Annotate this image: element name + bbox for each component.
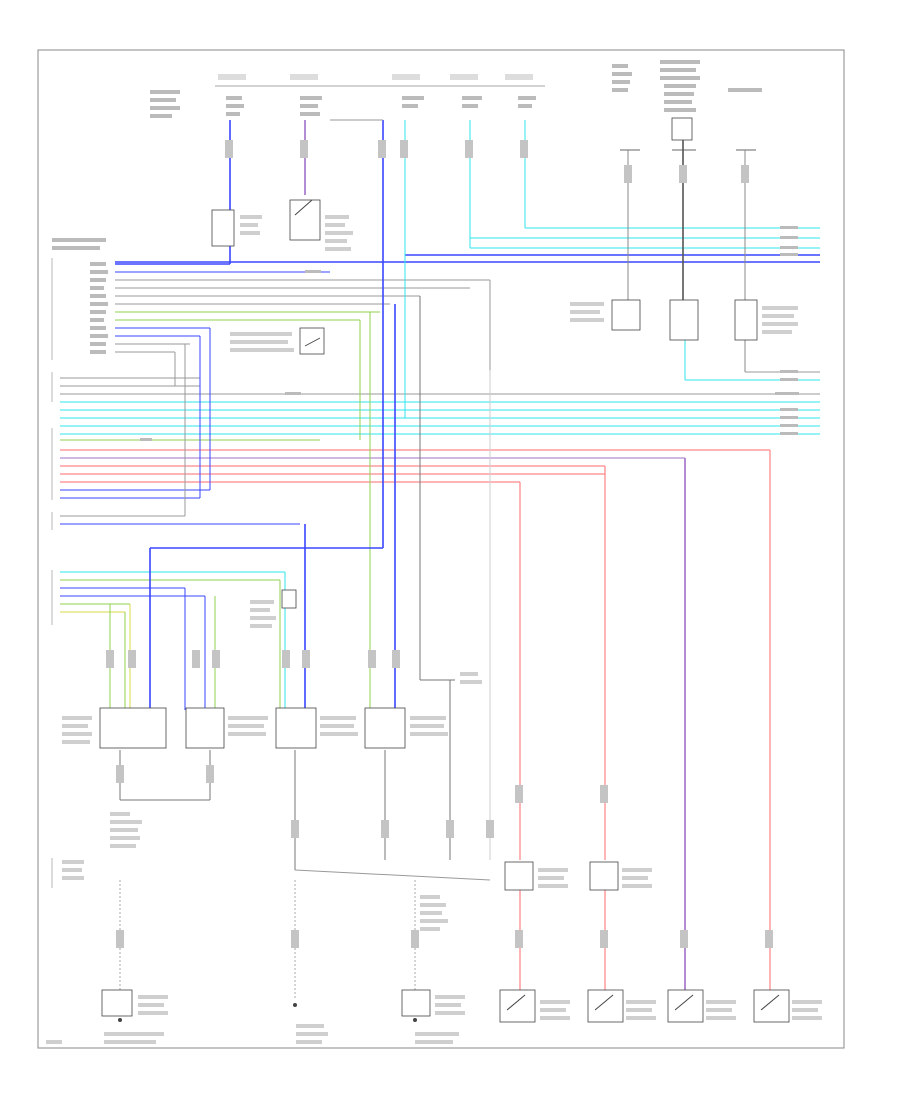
right-cyan-bus <box>405 227 820 256</box>
bus-tags <box>140 226 799 441</box>
red-bus-wires <box>60 449 770 525</box>
top-fuse-connectors <box>150 74 545 118</box>
lower-left-bus <box>60 571 285 613</box>
right-middle-switches <box>611 299 758 341</box>
top-right-modules <box>612 60 762 151</box>
door-lock-actuators <box>99 589 406 749</box>
ground-points <box>118 1003 417 1022</box>
lower-switches <box>101 861 619 1017</box>
top-switches <box>211 199 321 247</box>
diagram-border <box>37 49 845 1049</box>
vertical-wires <box>109 119 771 1000</box>
left-connector-labels <box>52 238 108 354</box>
module-output-wires <box>115 261 820 353</box>
component-labels <box>46 215 822 1044</box>
middle-bus-wires <box>60 371 820 441</box>
door-switches <box>499 989 790 1023</box>
middle-relay <box>299 327 325 355</box>
wire-color-labels <box>106 140 773 948</box>
